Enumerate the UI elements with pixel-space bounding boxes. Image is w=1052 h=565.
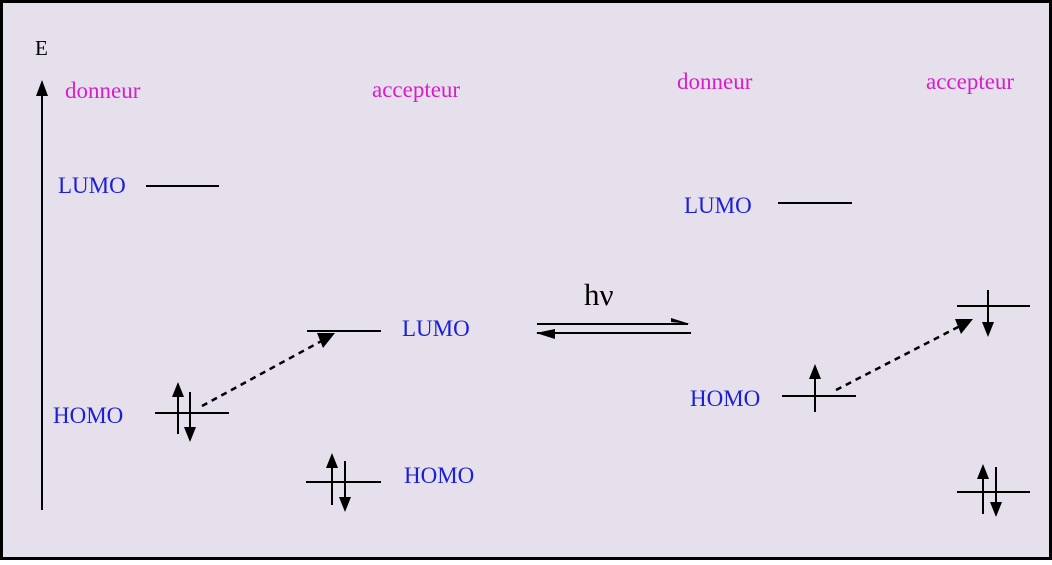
left-donor-spin-down-icon <box>184 392 196 442</box>
right-acceptor-lower-spin-up-icon <box>977 464 989 514</box>
right-donor-spin-up-icon <box>809 364 821 412</box>
left-donor-lumo: LUMO <box>58 173 219 198</box>
right-acceptor-title: accepteur <box>926 69 1014 94</box>
right-donor-title: donneur <box>677 69 753 94</box>
left-acceptor-homo-label: HOMO <box>404 463 474 488</box>
left-acceptor-homo: HOMO <box>306 453 474 512</box>
left-acceptor-spin-up-icon <box>326 453 338 505</box>
left-acceptor-lumo: LUMO <box>307 316 470 341</box>
right-acceptor-upper-level <box>957 290 1030 337</box>
right-acceptor-spin-down-icon <box>982 290 994 337</box>
energy-axis-arrow-icon <box>36 80 48 96</box>
left-dotted-transfer-arrow-icon <box>201 333 335 408</box>
right-dotted-transfer-arrow-icon <box>835 319 973 392</box>
right-donor-homo: HOMO <box>690 364 856 412</box>
right-acceptor-lower-level <box>957 464 1030 517</box>
right-acceptor-lower-spin-down-icon <box>990 467 1002 517</box>
left-acceptor-lumo-label: LUMO <box>402 316 470 341</box>
right-donor-homo-label: HOMO <box>690 386 760 411</box>
left-donor-spin-up-icon <box>172 382 184 434</box>
equilibrium-arrows-icon <box>536 318 691 339</box>
left-donor-homo-label: HOMO <box>53 403 123 428</box>
right-donor-lumo-label: LUMO <box>684 193 752 218</box>
left-donor-title: donneur <box>65 78 141 103</box>
energy-axis: E <box>35 36 48 510</box>
right-donor-lumo: LUMO <box>684 193 852 218</box>
left-acceptor-title: accepteur <box>372 77 460 102</box>
photon-label: hν <box>584 277 614 312</box>
left-acceptor-spin-down-icon <box>339 461 351 512</box>
energy-axis-label: E <box>35 36 48 60</box>
left-donor-homo: HOMO <box>53 382 229 442</box>
left-donor-lumo-label: LUMO <box>58 173 126 198</box>
